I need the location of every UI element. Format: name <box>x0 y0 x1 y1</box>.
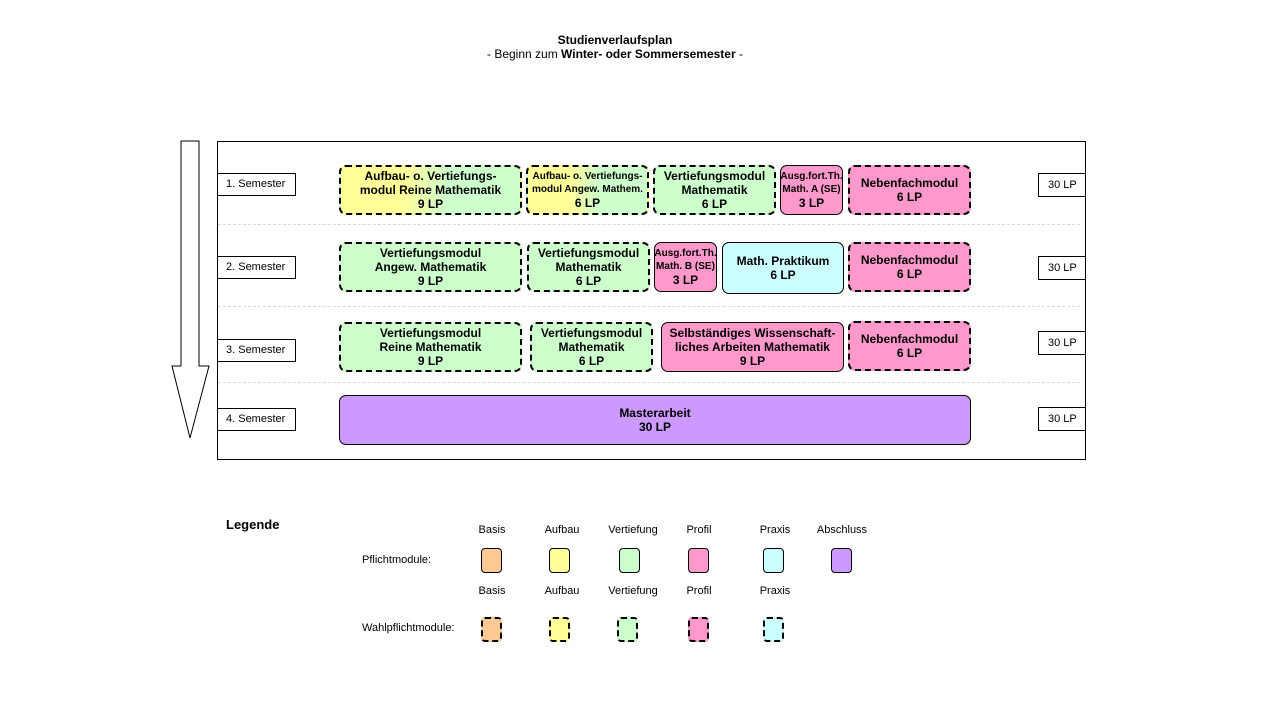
legend-category-label: Basis <box>478 524 506 536</box>
legend-category-label: Praxis <box>759 585 791 597</box>
module-card: Nebenfachmodul 6 LP <box>848 321 971 371</box>
module-lp: 3 LP <box>798 196 825 210</box>
legend-pflicht-label: Pflichtmodule: <box>362 554 432 566</box>
module-name: Masterarbeit <box>619 406 691 420</box>
semester-label-4: 4. Semester <box>217 408 296 431</box>
module-card: Vertiefungsmodul Mathematik 6 LP <box>530 322 653 372</box>
module-name: Nebenfachmodul <box>860 332 959 346</box>
module-card: Nebenfachmodul 6 LP <box>848 242 971 292</box>
legend-swatch-pflicht-abschluss <box>831 548 852 573</box>
page-title: Studienverlaufsplan <box>557 33 673 47</box>
semester-lp-4: 30 LP <box>1038 407 1086 431</box>
module-name: Selbständiges Wissenschaft- liches Arbei… <box>669 326 836 354</box>
legend-category-label: Profil <box>686 585 712 597</box>
module-name: Vertiefungsmodul Mathematik <box>537 246 640 274</box>
row-separator <box>218 306 1080 307</box>
legend-swatch-pflicht-vertiefung <box>619 548 640 573</box>
semester-label-1: 1. Semester <box>217 173 296 196</box>
legend-category-label: Profil <box>686 524 712 536</box>
module-card: Ausg.fort.Th. Math. B (SE) 3 LP <box>654 242 717 292</box>
legend-category-label: Basis <box>478 585 506 597</box>
row-separator <box>218 224 1080 225</box>
module-name: Nebenfachmodul <box>860 253 959 267</box>
semester-progress-arrow-icon <box>171 140 210 439</box>
module-lp: 6 LP <box>574 196 601 210</box>
legend-swatch-pflicht-aufbau <box>549 548 570 573</box>
module-card: Selbständiges Wissenschaft- liches Arbei… <box>661 322 844 372</box>
module-lp: 9 LP <box>417 274 444 288</box>
module-name: Aufbau- o. Vertiefungs- modul Reine Math… <box>359 169 502 197</box>
module-card: Vertiefungsmodul Reine Mathematik 9 LP <box>339 322 522 372</box>
legend-swatch-wahlpflicht-profil <box>688 617 709 642</box>
module-name: Nebenfachmodul <box>860 176 959 190</box>
study-plan-frame <box>217 141 1086 460</box>
module-name: Vertiefungsmodul Mathematik <box>663 169 766 197</box>
legend-swatch-wahlpflicht-praxis <box>763 617 784 642</box>
module-name: Vertiefungsmodul Mathematik <box>540 326 643 354</box>
legend-category-label: Aufbau <box>544 585 580 597</box>
legend-swatch-pflicht-basis <box>481 548 502 573</box>
legend-category-label: Vertiefung <box>608 524 658 536</box>
module-lp: 6 LP <box>701 197 728 211</box>
module-name: Vertiefungsmodul Reine Mathematik <box>379 326 482 354</box>
module-name: Math. Praktikum <box>736 254 830 268</box>
legend-swatch-wahlpflicht-aufbau <box>549 617 570 642</box>
module-card: Vertiefungsmodul Mathematik 6 LP <box>527 242 650 292</box>
module-lp: 6 LP <box>578 354 605 368</box>
module-name: Vertiefungsmodul Angew. Mathematik <box>374 246 487 274</box>
legend-category-label: Abschluss <box>816 524 868 536</box>
module-lp: 3 LP <box>672 273 699 287</box>
module-card: Math. Praktikum 6 LP <box>722 242 844 294</box>
module-lp: 6 LP <box>896 190 923 204</box>
module-lp: 9 LP <box>739 354 766 368</box>
page-subtitle: - Beginn zum Winter- oder Sommersemester… <box>486 47 743 61</box>
legend-swatch-pflicht-praxis <box>763 548 784 573</box>
legend-swatch-wahlpflicht-vertiefung <box>617 617 638 642</box>
legend-wahlpflicht-label: Wahlpflichtmodule: <box>362 622 455 634</box>
module-lp: 6 LP <box>575 274 602 288</box>
module-lp: 9 LP <box>417 354 444 368</box>
module-lp: 30 LP <box>638 420 671 434</box>
semester-lp-3: 30 LP <box>1038 331 1086 355</box>
semester-lp-2: 30 LP <box>1038 256 1086 280</box>
module-card: Ausg.fort.Th. Math. A (SE) 3 LP <box>780 165 843 215</box>
module-lp: 6 LP <box>896 267 923 281</box>
semester-label-3: 3. Semester <box>217 339 296 362</box>
legend-category-label: Praxis <box>759 524 791 536</box>
legend-category-label: Aufbau <box>544 524 580 536</box>
module-card: Nebenfachmodul 6 LP <box>848 165 971 215</box>
module-lp: 6 LP <box>896 346 923 360</box>
module-name: Ausg.fort.Th. Math. A (SE) <box>780 171 843 195</box>
module-card: Aufbau- o. Vertiefungs- modul Angew. Mat… <box>526 165 649 215</box>
module-name: Ausg.fort.Th. Math. B (SE) <box>654 248 717 272</box>
module-card: Vertiefungsmodul Mathematik 6 LP <box>653 165 776 215</box>
module-lp: 9 LP <box>417 197 444 211</box>
module-card: Vertiefungsmodul Angew. Mathematik 9 LP <box>339 242 522 292</box>
semester-label-2: 2. Semester <box>217 256 296 279</box>
legend-category-label: Vertiefung <box>608 585 658 597</box>
module-lp: 6 LP <box>770 268 796 282</box>
row-separator <box>218 382 1080 383</box>
legend-swatch-wahlpflicht-basis <box>481 617 502 642</box>
semester-lp-1: 30 LP <box>1038 173 1086 197</box>
legend-title: Legende <box>226 517 280 532</box>
module-card-masterarbeit: Masterarbeit 30 LP <box>339 395 971 445</box>
module-name: Aufbau- o. Vertiefungs- modul Angew. Mat… <box>532 171 643 195</box>
module-card: Aufbau- o. Vertiefungs- modul Reine Math… <box>339 165 522 215</box>
legend-swatch-pflicht-profil <box>688 548 709 573</box>
